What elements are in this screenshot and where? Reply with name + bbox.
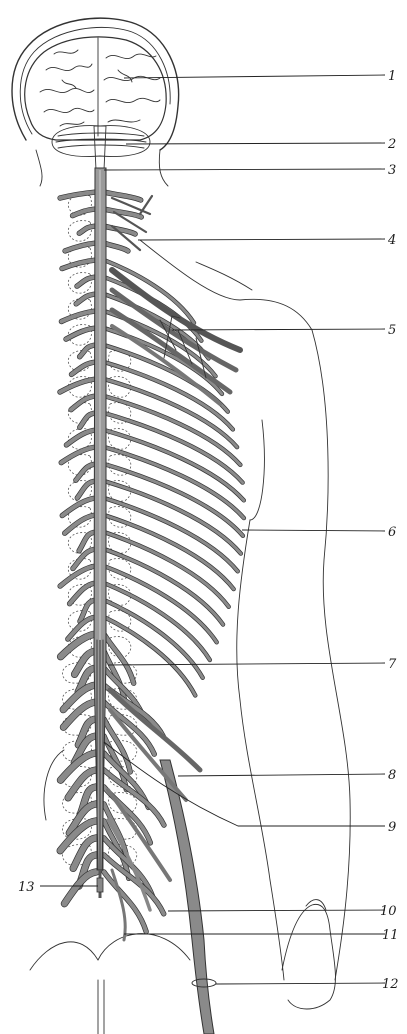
callout-label-5: 5 [388,323,396,338]
callout-label-7: 7 [388,657,397,672]
leader-line-8 [178,774,385,776]
leader-line-3 [104,169,385,170]
callout-label-1: 1 [388,69,396,84]
hand-outline [282,904,335,1009]
callout-label-11: 11 [382,928,399,943]
brain [12,18,179,170]
leader-line-6 [242,530,385,531]
callout-label-8: 8 [388,768,396,783]
skull-outline [12,18,179,150]
buttock-curve-right [98,934,190,960]
neck-outline-left [36,150,42,186]
callout-label-9: 9 [388,820,396,835]
hip-outline [44,750,64,820]
spinal-nerve-left [79,226,96,233]
filum-terminale [97,878,103,892]
callout-label-4: 4 [387,233,396,248]
shoulder-outline [140,240,312,330]
callout-label-13: 13 [18,880,35,895]
leader-line-5 [172,329,385,330]
skull-outline-inner [20,27,170,134]
neck-outline-right [159,150,168,186]
cerebellum [52,126,150,157]
brain-gyri [40,50,160,126]
callouts: 1 2 3 4 5 6 7 8 9 10 11 12 13 [18,69,399,992]
callout-label-3: 3 [388,163,396,178]
arm-outer-outline [312,330,350,980]
torso-side-outline [250,420,264,520]
callout-label-10: 10 [380,904,397,919]
leader-line-12 [216,983,385,984]
leader-line-2 [126,143,385,144]
spinal-cord [94,168,106,870]
pudendal-branch [112,870,125,940]
cerebrum [25,37,166,140]
leader-line-4 [138,239,385,240]
callout-label-2: 2 [387,137,396,152]
callout-label-6: 6 [388,525,396,540]
sciatic-nerve [160,760,216,1034]
spinal-nerve-left [77,277,96,286]
callout-label-12: 12 [382,977,399,992]
lumbosacral-plexus [97,690,200,940]
buttock-curve-left [30,942,98,970]
back-line [196,262,252,290]
leader-line-7 [108,663,385,665]
